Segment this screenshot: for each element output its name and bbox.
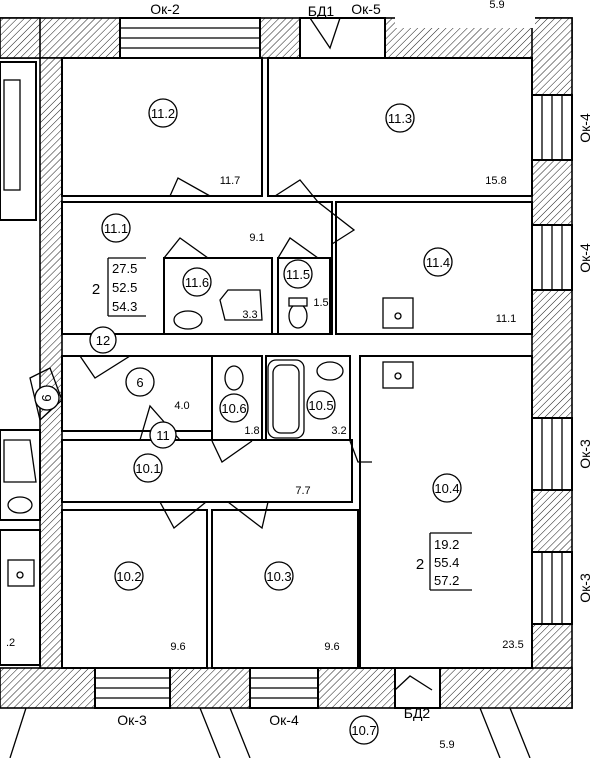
room-11-2-area: 11.7 xyxy=(220,175,241,187)
room-6-area: 4.0 xyxy=(174,400,189,412)
room-10-3-area: 9.6 xyxy=(324,641,339,653)
room-11-6-id: 11.6 xyxy=(185,275,209,290)
room-6-id: 6 xyxy=(136,375,143,390)
room-11-5-area: 1.5 xyxy=(313,297,328,309)
door-label-bottom: БД2 xyxy=(404,705,431,721)
room-10-2-area: 9.6 xyxy=(170,641,185,653)
window-labels: Ок-2 БД1 Ок-5 Ок-4 Ок-4 Ок-3 Ок-3 Ок-3 О… xyxy=(117,1,593,728)
room-10-7-id: 10.7 xyxy=(351,723,376,738)
top-area: 5.9 xyxy=(489,0,504,11)
room-11-5-id: 11.5 xyxy=(286,267,310,282)
window-label-top-left: Ок-2 xyxy=(150,1,180,17)
window-label-top-mid: Ок-5 xyxy=(351,1,381,17)
window-label-bottom-left: Ок-3 xyxy=(117,712,147,728)
room-11-3-id: 11.3 xyxy=(388,111,412,126)
room-10-6-id: 10.6 xyxy=(221,401,246,416)
left-stair-box xyxy=(0,61,37,221)
top-openings xyxy=(119,0,535,59)
room-labels: 11.2 11.3 11.1 11.6 11.5 11.4 12 6 9 10.… xyxy=(34,98,462,745)
door-swings xyxy=(9,17,531,758)
room-11-1-area: 9.1 xyxy=(249,232,264,244)
room-11-4-id: 11.4 xyxy=(426,255,450,270)
room-11-2-id: 11.2 xyxy=(151,106,175,121)
window-label-bottom-mid: Ок-4 xyxy=(269,712,299,728)
room-10-1-area: 7.7 xyxy=(295,485,310,497)
left-wall xyxy=(39,57,63,669)
room-10-1-id: 10.1 xyxy=(135,461,160,476)
room-12-id: 12 xyxy=(96,333,110,348)
room-10-2-id: 10.2 xyxy=(116,569,141,584)
window-label-right-4: Ок-3 xyxy=(577,573,593,603)
left-area: .2 xyxy=(6,637,15,649)
apt-11-total: 52.5 xyxy=(112,280,137,295)
apt-10-rooms: 2 xyxy=(416,556,424,573)
window-label-right-1: Ок-4 xyxy=(577,113,593,143)
apartment-10-info: 2 19.2 55.4 57.2 xyxy=(416,532,472,591)
bottom-windows xyxy=(94,667,441,709)
room-10-4-area: 23.5 xyxy=(502,639,523,651)
apartment-11-info: 2 27.5 52.5 54.3 xyxy=(92,257,146,317)
apt-11-living: 27.5 xyxy=(112,261,137,276)
room-9-id: 9 xyxy=(39,394,54,401)
room-10-5-area: 3.2 xyxy=(331,425,346,437)
apt-10-total: 55.4 xyxy=(434,555,459,570)
fixtures xyxy=(3,289,414,587)
door-label-top: БД1 xyxy=(308,3,335,19)
room-11-id: 11 xyxy=(156,428,170,443)
room-11-4-area: 11.1 xyxy=(496,313,517,325)
room-10-3-id: 10.3 xyxy=(266,569,291,584)
room-10-7-area: 5.9 xyxy=(439,739,454,751)
room-10-4-id: 10.4 xyxy=(434,481,459,496)
apt-10-living: 19.2 xyxy=(434,537,459,552)
room-11-6-area: 3.3 xyxy=(242,309,257,321)
room-11-3-area: 15.8 xyxy=(485,175,506,187)
room-areas: 11.7 15.8 9.1 3.3 1.5 11.1 4.0 1.8 3.2 7… xyxy=(6,0,524,751)
right-windows xyxy=(531,94,573,625)
apt-11-rooms: 2 xyxy=(92,281,100,298)
apt-11-total-balcony: 54.3 xyxy=(112,299,137,314)
room-10-5-id: 10.5 xyxy=(308,398,333,413)
window-label-right-2: Ок-4 xyxy=(577,243,593,273)
apt-10-total-balcony: 57.2 xyxy=(434,573,459,588)
window-label-right-3: Ок-3 xyxy=(577,439,593,469)
room-10-6-area: 1.8 xyxy=(244,425,259,437)
room-11-1-id: 11.1 xyxy=(104,221,128,236)
